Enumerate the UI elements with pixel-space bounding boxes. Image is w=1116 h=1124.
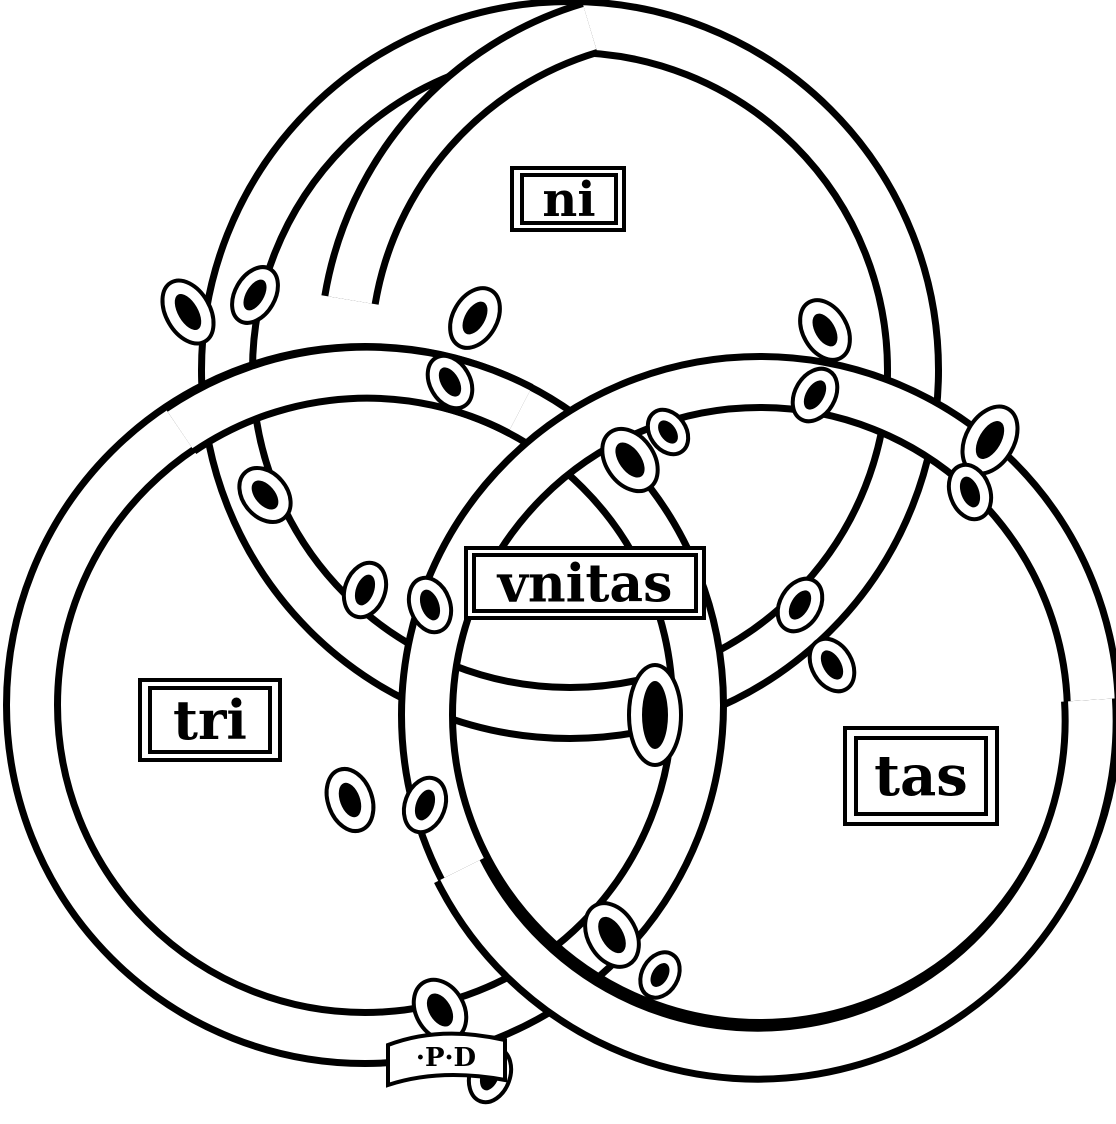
- signature: ·P·D: [388, 1034, 505, 1085]
- binding-ring: [440, 279, 510, 356]
- label-right-text: tas: [874, 743, 968, 809]
- label-top: ni: [512, 168, 624, 230]
- label-top-text: ni: [542, 172, 595, 228]
- binding-ring: [629, 665, 681, 765]
- signature-text: ·P·D: [416, 1043, 476, 1073]
- label-left: tri: [140, 680, 280, 760]
- binding-ring: [318, 762, 381, 837]
- label-left-text: tri: [173, 688, 247, 752]
- label-center-text: vnitas: [497, 554, 673, 615]
- label-right: tas: [845, 728, 997, 824]
- label-center: vnitas: [466, 548, 704, 618]
